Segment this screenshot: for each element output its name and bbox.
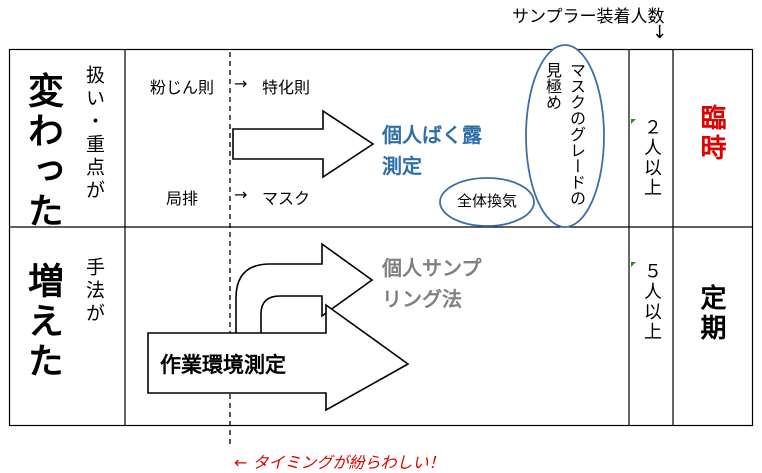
row2-sub-label: 手法が — [83, 257, 105, 326]
arrow-right-icon: → — [234, 185, 248, 204]
dust-regulation-label: 粉じん則 — [150, 78, 215, 97]
arrow-right-icon: → — [234, 74, 248, 93]
curved-arrow-to-personal-sampling — [235, 242, 374, 333]
personal-exposure-line2: 測定 — [382, 154, 422, 178]
row2-big-label: 増えた — [22, 262, 63, 382]
ventilation-bubble-text: 全体換気 — [456, 192, 517, 210]
row1-sub-label: 扱い・重点が — [83, 65, 105, 203]
mask-grade-bubble-text: マスクのグレードの見極め — [543, 62, 586, 206]
personal-sampling-line2: リング法 — [382, 287, 462, 311]
table-border — [8, 48, 754, 427]
ventilation-bubble — [439, 177, 535, 227]
local-exhaust-label: 局排 — [166, 189, 199, 208]
cell-marker — [631, 119, 636, 124]
personal-sampling-line1: 個人サンプ — [382, 256, 482, 280]
work-environment-measurement-label: 作業環境測定 — [160, 353, 286, 377]
cell-marker — [631, 262, 636, 267]
sampler-count-header: サンプラー装着人数 — [512, 7, 665, 27]
personal-exposure-line1: 個人ばく露 — [382, 123, 482, 147]
arrow-work-environment-measurement — [147, 303, 410, 412]
row1-big-label: 変わった — [22, 72, 63, 232]
row2-count: ５人以上 — [641, 262, 662, 342]
specific-chem-regulation-label: 特化則 — [262, 78, 311, 97]
timing-warning: ← タイミングが紛らわしい！ — [234, 453, 445, 472]
mask-label: マスク — [262, 189, 311, 208]
down-arrow-icon: ↓ — [652, 22, 668, 43]
row1-count: ２人以上 — [641, 118, 662, 198]
row2-type: 定期 — [696, 284, 726, 344]
row1-type: 臨時 — [696, 104, 726, 164]
arrow-to-personal-exposure — [232, 109, 375, 179]
mask-grade-bubble — [525, 44, 605, 228]
